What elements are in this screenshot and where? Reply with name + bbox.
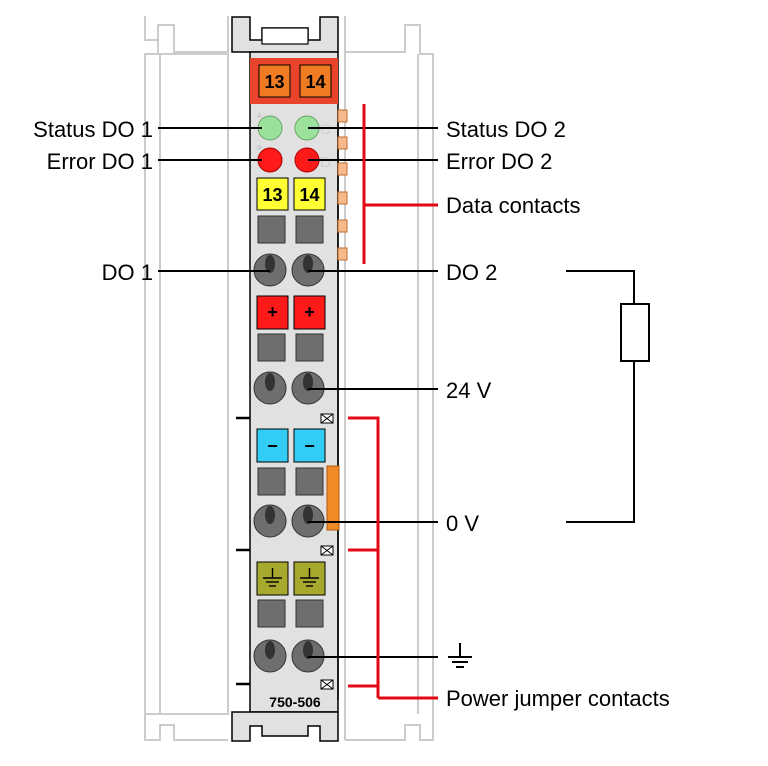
ground-icon [263, 568, 282, 587]
error-do1-label: Error DO 1 [47, 149, 153, 174]
plus-sign-right: + [304, 302, 315, 322]
channel-header: 13 14 [250, 58, 338, 104]
data-channel-left [256, 177, 289, 211]
led-letter-b: B [257, 145, 262, 152]
release-button [257, 333, 286, 362]
callout-lines [158, 127, 438, 658]
left-edge-marks [236, 416, 250, 686]
24v-label: 24 V [446, 378, 492, 403]
power-jumper-slider [326, 465, 340, 531]
leds: A C B D [257, 113, 331, 173]
minus-sign-right: − [304, 436, 315, 456]
release-button [295, 333, 324, 362]
minus-sign-left: − [267, 436, 278, 456]
minus-marker-left [256, 428, 289, 463]
bottom-latch [231, 711, 339, 742]
terminal-24v-left [253, 371, 287, 405]
data-contacts-bracket [362, 104, 438, 264]
ground-icon [300, 568, 319, 587]
terminal-0v-left [253, 504, 287, 538]
ground-markers [256, 561, 326, 596]
release-buttons [257, 215, 324, 628]
power-jumper-bracket [348, 416, 438, 700]
data-channel-left-number: 13 [262, 185, 282, 205]
led-letter-c: C [320, 121, 331, 138]
plus-markers: + + [256, 295, 326, 330]
terminal-entries [253, 253, 325, 673]
release-button [257, 599, 286, 628]
channel-header-right [299, 64, 332, 98]
status-do1-label: Status DO 1 [33, 117, 153, 142]
power-jumper-contacts-label: Power jumper contacts [446, 686, 670, 711]
do2-label: DO 2 [446, 260, 497, 285]
channel-header-left [258, 64, 291, 98]
background-housing [144, 16, 434, 741]
channel-header-left-number: 13 [264, 72, 284, 92]
led-letter-d: D [320, 154, 331, 171]
plus-marker-right [293, 295, 326, 330]
resistor-icon [620, 303, 650, 362]
power-jumper-contact-marks [320, 413, 334, 690]
0v-label: 0 V [446, 511, 479, 536]
release-button [257, 215, 286, 244]
release-button [295, 215, 324, 244]
led-letter-a: A [257, 113, 262, 120]
release-button [295, 599, 324, 628]
channel-header-right-number: 14 [305, 72, 325, 92]
data-contact-pins [337, 109, 348, 261]
data-contacts-label: Data contacts [446, 193, 581, 218]
error-do2-label: Error DO 2 [446, 149, 552, 174]
model-number: 750-506 [269, 694, 321, 710]
ground-icon [448, 643, 472, 668]
data-channel-right [293, 177, 326, 211]
data-channel-right-number: 14 [299, 185, 319, 205]
minus-marker-right [293, 428, 326, 463]
data-channel-markers: 13 14 [256, 177, 326, 211]
status-do2-label: Status DO 2 [446, 117, 566, 142]
plus-marker-left [256, 295, 289, 330]
release-button [295, 467, 324, 496]
plus-sign-left: + [267, 302, 278, 322]
do1-label: DO 1 [102, 260, 153, 285]
top-latch-window [261, 27, 309, 45]
release-button [257, 467, 286, 496]
minus-markers: − − [256, 428, 326, 463]
load-circuit [566, 270, 650, 523]
terminal-ground-left [253, 639, 287, 673]
